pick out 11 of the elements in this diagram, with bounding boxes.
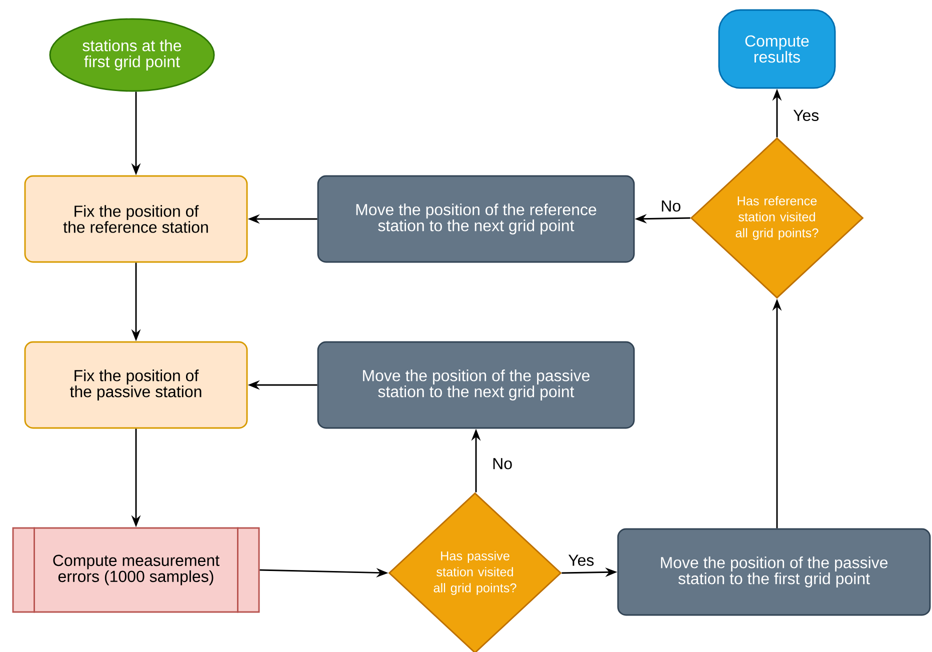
terminal-box: Compute results: [718, 9, 836, 89]
subprocess-box: Compute measurement errors (1000 samples): [12, 527, 260, 613]
edge-label: Yes: [566, 552, 596, 568]
process-box: Move the position of the passive station to the next grid point: [317, 341, 635, 429]
edge-label: No: [490, 456, 515, 472]
process-box: Fix the position of the passive station: [24, 341, 248, 429]
edge-label: No: [658, 198, 684, 214]
process-box: Move the position of the passive station to the first grid point: [617, 528, 931, 616]
edge-label: Yes: [791, 108, 822, 123]
process-box: Move the position of the reference station to the next grid point: [317, 175, 635, 263]
process-box: Fix the position of the reference station: [24, 175, 248, 263]
